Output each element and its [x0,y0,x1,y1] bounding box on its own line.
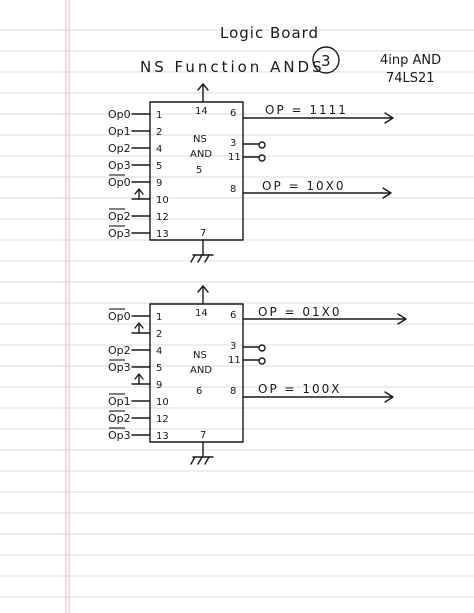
chip-2-pin-3-terminal-icon [258,344,266,352]
chip-2-input-7-pin: 12 [156,414,169,425]
chip-2-input-5-pullup-arrow-icon [134,373,144,380]
chip-1-input-7-pin: 12 [156,212,169,223]
chip-2-input-2-pin: 2 [156,329,162,340]
chip-2-label-line-1: NS [193,350,207,361]
chip-2-pin-11-terminal-icon [258,357,266,365]
chip-1-top-pin: 14 [195,106,208,117]
chip-1-output-2-label: OP = 10X0 [262,179,346,193]
chip-2-output-1-arrow-icon [397,313,407,325]
chip-2-input-3-signal: Op2 [108,344,131,357]
chip-2-label-line-3: 6 [196,386,202,397]
chip-2-input-5-pin: 9 [156,380,162,391]
chip-2-output-2-label: OP = 100X [258,382,342,396]
part-number: 74LS21 [386,71,435,86]
chip-2: 14 7 NS AND 6 6 3 11 8 OP = 01X0 OP = 10… [149,285,407,465]
chip-1-input-5-signal: Op0 [108,176,131,189]
circled-number: 3 [321,52,331,70]
chip-2-output-2-arrow-icon [384,391,394,403]
chip-2-right-pin-8: 8 [230,386,236,397]
chip-1-input-2-pin: 2 [156,127,162,138]
chip-1-input-6-pullup-arrow-icon [134,188,144,195]
chip-2-right-pin-3: 3 [230,341,236,352]
chip-1-input-8-pin: 13 [156,229,169,240]
chip-1-input-2-signal: Op1 [108,125,131,138]
chip-1-label-line-1: NS [193,134,207,145]
chip-1-label-line-2: AND [190,149,212,160]
chip-2-input-3-pin: 4 [156,346,162,357]
part-description: 4inp AND [380,53,441,68]
page-heading: NS Function ANDS [140,58,325,76]
circled-number-ring [312,46,340,74]
chip-1-output-1-label: OP = 1111 [265,103,348,117]
ruled-lines [0,29,474,598]
chip-1-output-2-arrow-icon [382,187,392,199]
chip-1-right-pin-3: 3 [230,138,236,149]
chip-1-body [149,101,244,241]
chip-1-pin-11-terminal-icon [258,154,266,162]
chip-2-top-pin: 14 [195,308,208,319]
chip-1-input-4-signal: Op3 [108,159,131,172]
chip-2-input-6-pin: 10 [156,397,169,408]
chip-2-input-8-pin: 13 [156,431,169,442]
chip-1-input-1-signal: Op0 [108,108,131,121]
chip-1-input-4-pin: 5 [156,161,162,172]
chip-1-label-line-3: 5 [196,165,202,176]
chip-2-input-4-pin: 5 [156,363,162,374]
chip-1-input-5-pin: 9 [156,178,162,189]
chip-1: 14 7 NS AND 5 6 3 11 8 OP = 1111 OP = 10… [149,83,394,263]
chip-2-right-pin-6: 6 [230,310,236,321]
chip-2-input-6-signal: Op1 [108,395,131,408]
chip-1-right-pin-11: 11 [228,152,241,163]
chip-1-bottom-pin: 7 [200,228,206,239]
chip-2-input-2-pullup-arrow-icon [134,322,144,329]
chip-2-input-4-signal: Op3 [108,361,131,374]
page-title: Logic Board [220,24,319,42]
chip-1-ground-hatch-1 [190,254,196,263]
chip-1-vcc-arrow-icon [197,83,209,91]
chip-1-right-pin-6: 6 [230,108,236,119]
chip-2-label-line-2: AND [190,365,212,376]
chip-1-output-1-arrow-icon [384,112,394,124]
chip-2-vcc-arrow-icon [197,285,209,293]
chip-1-input-1-pin: 1 [156,110,162,121]
chip-2-ground-hatch-1 [190,456,196,465]
chip-2-output-1-label: OP = 01X0 [258,305,342,319]
chip-2-right-pin-11: 11 [228,355,241,366]
chip-2-ground-hatch-3 [204,456,210,465]
chip-1-input-3-pin: 4 [156,144,162,155]
chip-2-input-1-pin: 1 [156,312,162,323]
chip-2-bottom-pin: 7 [200,430,206,441]
chip-2-ground-hatch-2 [197,456,203,465]
chip-1-ground-hatch-2 [197,254,203,263]
chip-1-input-8-signal: Op3 [108,227,131,240]
chip-2-input-7-signal: Op2 [108,412,131,425]
chip-1-input-3-signal: Op2 [108,142,131,155]
chip-1-input-6-pin: 10 [156,195,169,206]
chip-1-input-7-signal: Op2 [108,210,131,223]
chip-2-body [149,303,244,443]
chip-2-input-8-signal: Op3 [108,429,131,442]
chip-1-right-pin-8: 8 [230,184,236,195]
chip-1-pin-3-terminal-icon [258,141,266,149]
chip-2-input-1-signal: Op0 [108,310,131,323]
chip-1-ground-hatch-3 [204,254,210,263]
